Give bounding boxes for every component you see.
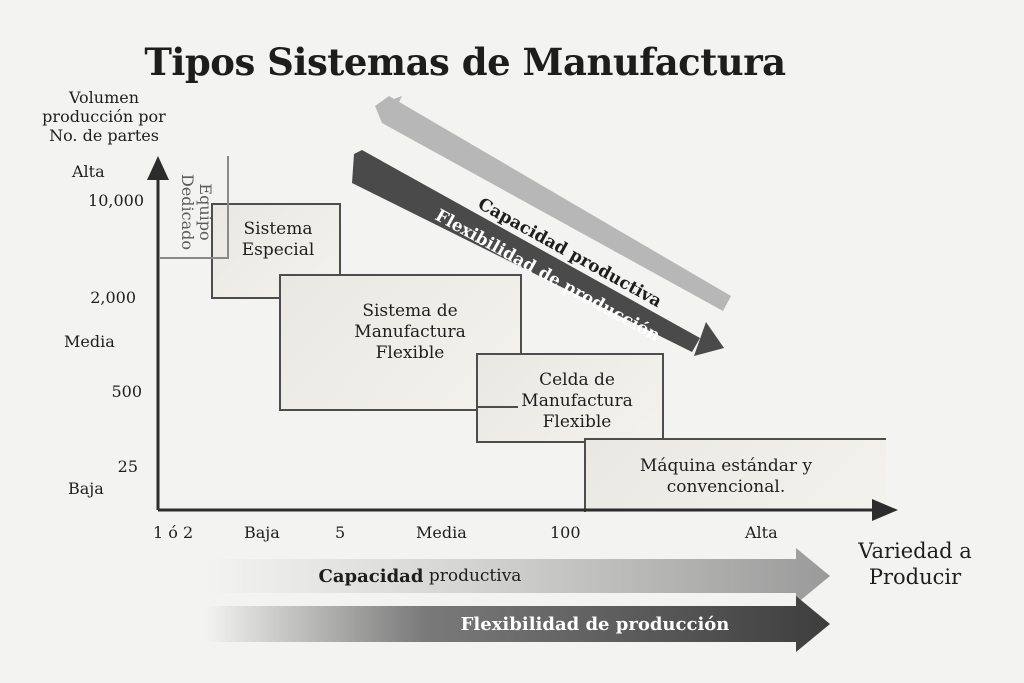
label-line: Sistema de	[362, 301, 458, 321]
region-maquina-estandar	[584, 438, 886, 512]
page-title: Tipos Sistemas de Manufactura	[144, 40, 786, 84]
capacidad-diagonal-arrow-body	[375, 96, 731, 311]
label-line: Máquina estándar y	[639, 456, 813, 476]
label-line: convencional.	[666, 477, 786, 497]
x-axis-label-line: Variedad a	[858, 539, 972, 563]
x-axis-arrowhead	[872, 499, 898, 521]
x-tick-alta: Alta	[745, 523, 778, 542]
label-line: Flexible	[542, 412, 612, 432]
y-tick-2000: 2,000	[90, 288, 136, 307]
label-line: Manufactura	[521, 391, 633, 411]
label-celda-manufactura-flexible: Celda de Manufactura Flexible	[502, 370, 652, 433]
y-level-alta: Alta	[72, 162, 105, 181]
x-tick-5: 5	[335, 523, 346, 542]
y-axis-arrowhead	[147, 156, 169, 180]
y-tick-500: 500	[111, 382, 142, 401]
flexibilidad-diagonal-arrowhead	[694, 322, 724, 356]
label-maquina-estandar: Máquina estándar y convencional.	[616, 456, 836, 498]
flexibilidad-diagonal-arrow-body	[352, 150, 700, 352]
label-line: Celda de	[539, 370, 615, 390]
region-celda-manufactura-flexible	[476, 353, 664, 443]
label-sistema-manufactura-flexible: Sistema de Manufactura Flexible	[322, 301, 498, 364]
y-level-media: Media	[64, 332, 115, 351]
y-level-baja: Baja	[68, 479, 104, 498]
capacidad-rest-word: productiva	[428, 566, 522, 586]
y-axis-label-line: Volumen	[68, 88, 140, 107]
x-axis-label: Variedad a Producir	[840, 538, 990, 590]
y-axis-label-line: producción por	[42, 107, 166, 126]
label-line: Manufactura	[354, 322, 466, 342]
label-sistema-especial: Sistema Especial	[216, 219, 340, 261]
y-axis-label-line: No. de partes	[49, 126, 159, 145]
capacidad-bottom-label: Capacidad productiva	[230, 557, 610, 595]
x-axis-label-line: Producir	[868, 565, 962, 589]
x-tick-baja: Baja	[244, 523, 280, 542]
flexibilidad-bottom-label: Flexibilidad de producción	[460, 613, 730, 635]
label-line: Flexible	[375, 343, 445, 363]
y-axis-label: Volumen producción por No. de partes	[24, 88, 184, 145]
capacidad-bottom-arrow	[205, 548, 830, 604]
capacidad-bold-word: Capacidad	[318, 565, 424, 587]
x-tick-media: Media	[416, 523, 467, 542]
equipo-dedicado-frame	[160, 156, 229, 259]
capacidad-diagonal-arrowhead	[380, 96, 402, 126]
label-line: Sistema	[243, 219, 313, 239]
x-tick-100: 100	[550, 523, 581, 542]
y-tick-10000: 10,000	[88, 191, 144, 210]
y-tick-25: 25	[117, 457, 138, 476]
label-line: Especial	[241, 240, 315, 260]
x-tick-1o2: 1 ó 2	[153, 523, 194, 542]
flexibilidad-bottom-arrow	[205, 596, 830, 652]
